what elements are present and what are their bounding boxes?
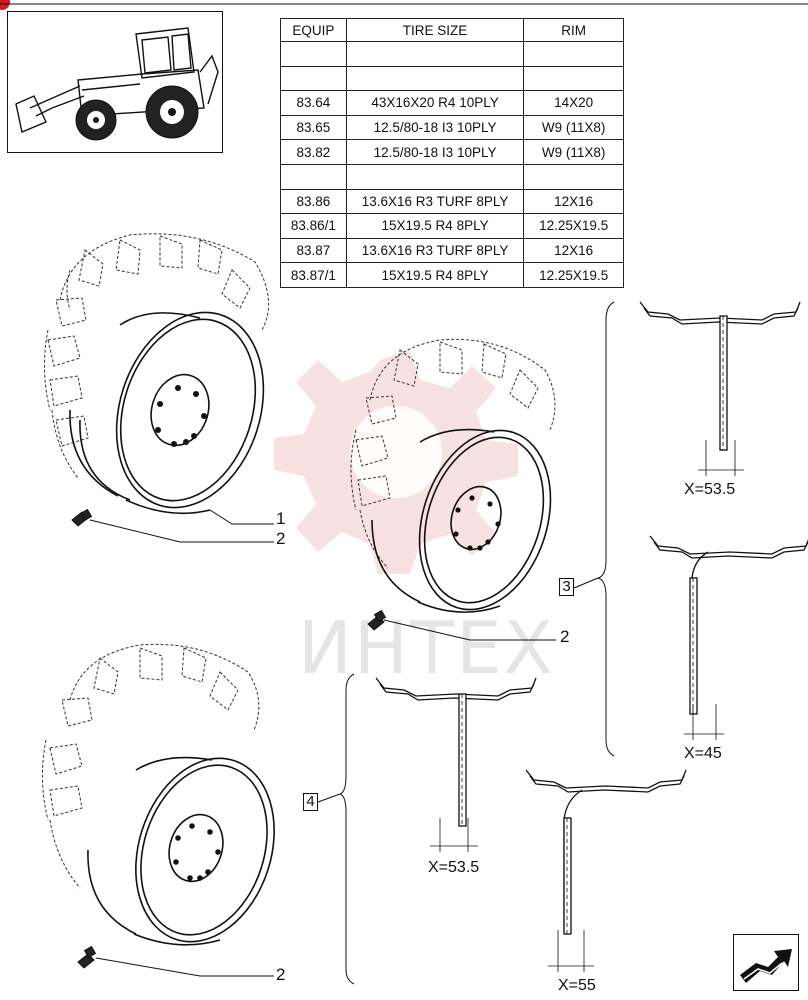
cell-equip: 83.82 <box>280 139 347 165</box>
header-rim: RIM <box>523 18 624 42</box>
cell-equip: 83.87/1 <box>280 262 347 288</box>
dimension-label: X=53.5 <box>684 481 736 498</box>
valve-stem-icon <box>77 945 97 969</box>
table-row <box>280 65 624 92</box>
header-tire-size: TIRE SIZE <box>345 18 525 42</box>
callout-group-4: 4 <box>303 793 318 811</box>
cell-tire <box>345 65 525 92</box>
corner-marker <box>0 0 10 10</box>
callout-part-2: 2 <box>276 965 286 984</box>
cell-tire: 13.6X16 R3 TURF 8PLY <box>345 188 525 215</box>
next-page-arrow-icon <box>740 949 792 983</box>
dimension-label: X=45 <box>684 745 722 762</box>
wheel-assembly-icon <box>41 643 275 946</box>
cell-tire: 12.5/80-18 I3 10PLY <box>345 139 525 165</box>
loader-tractor-icon <box>15 27 219 141</box>
cell-equip: 83.65 <box>280 114 347 141</box>
rim-section-icon <box>649 535 808 740</box>
rim-section-icon <box>525 769 687 972</box>
watermark-text: ИНТЕХ <box>298 606 555 690</box>
table-header-row: EQUIP TIRE SIZE RIM <box>280 18 624 42</box>
dimension-label: X=55 <box>558 977 596 994</box>
wheel-assembly-icon <box>350 338 556 613</box>
cell-equip <box>280 163 347 190</box>
rim-section-icon <box>639 301 801 476</box>
header-equip: EQUIP <box>280 18 347 42</box>
cell-equip: 83.86/1 <box>280 213 347 239</box>
valve-stem-icon <box>71 508 93 527</box>
cell-tire: 12.5/80-18 I3 10PLY <box>345 114 525 141</box>
callout-part-1: 1 <box>276 509 286 528</box>
next-page-button[interactable] <box>733 934 799 991</box>
cell-rim: 12.25X19.5 <box>523 262 624 288</box>
cell-rim: 12X16 <box>523 188 624 215</box>
cell-tire: 43X16X20 R4 10PLY <box>345 90 525 116</box>
rim-section-icon <box>375 677 537 852</box>
valve-stem-icon <box>367 609 387 631</box>
cell-rim: W9 (11X8) <box>523 114 624 141</box>
machine-thumbnail <box>7 11 223 153</box>
cell-tire: 15X19.5 R4 8PLY <box>345 262 525 288</box>
wheel-assembly-icon <box>43 233 270 515</box>
dimension-label: X=53.5 <box>428 859 480 876</box>
callout-part-2: 2 <box>560 627 570 646</box>
callout-group-3: 3 <box>559 578 574 596</box>
callout-part-2: 2 <box>276 529 286 548</box>
